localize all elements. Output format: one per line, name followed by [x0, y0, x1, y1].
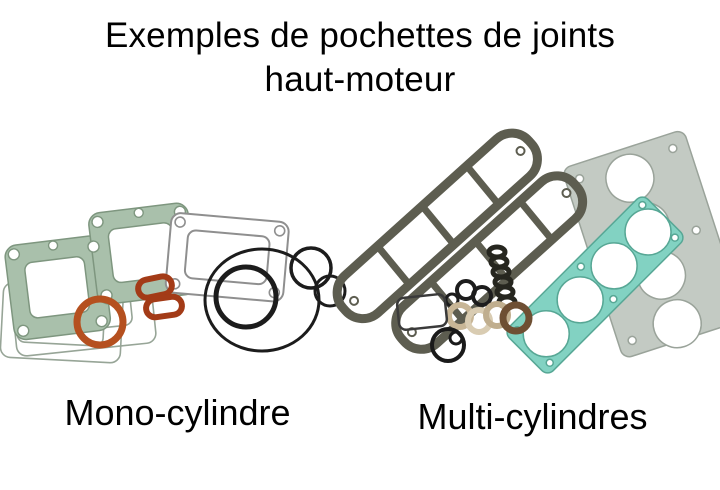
page-title: Exemples de pochettes de joints haut-mot…: [0, 14, 720, 102]
small-rect-gasket: [395, 293, 449, 331]
washers: [446, 301, 533, 335]
page-title-line1: Exemples de pochettes de joints: [104, 16, 616, 55]
valve-cover-gaskets: [332, 128, 588, 354]
teal-head-gasket: [506, 196, 684, 374]
gasket-photo: [0, 128, 720, 374]
multi-cylinder-gasket-set: [332, 128, 720, 374]
caption-multi-cylindres: Multi-cylindres: [417, 396, 648, 437]
orange-o-ring: [73, 295, 127, 349]
page-title-line2: haut-moteur: [264, 60, 456, 99]
metal-gasket-outline: [164, 212, 290, 303]
black-o-rings: [203, 246, 347, 353]
mono-cylinder-gasket-set: [0, 202, 347, 364]
round-gasket-with-hole: [430, 327, 466, 363]
caption-mono-cylindre: Mono-cylindre: [64, 392, 291, 433]
red-seal-rings: [135, 273, 185, 321]
